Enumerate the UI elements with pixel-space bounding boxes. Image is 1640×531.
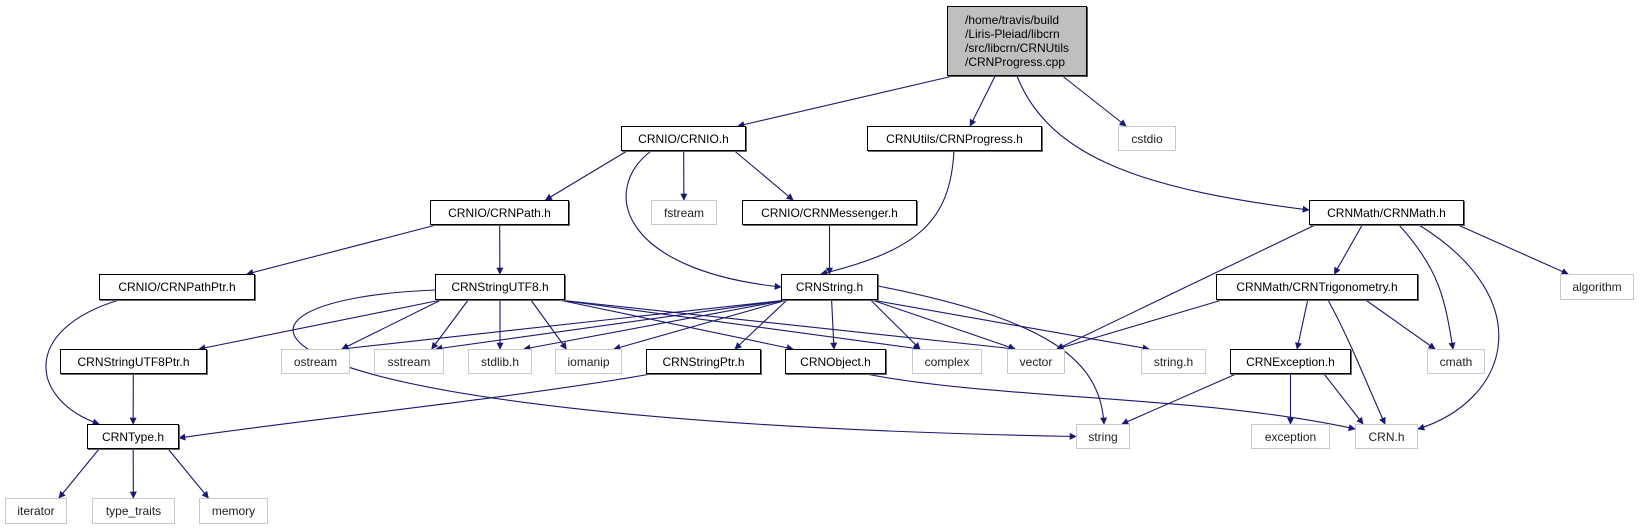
node-object[interactable]: CRNObject.h xyxy=(785,349,886,374)
edge-math-to-cmath xyxy=(1398,224,1456,350)
node-crn: CRN.h xyxy=(1355,424,1418,449)
node-trig[interactable]: CRNMath/CRNTrigonometry.h xyxy=(1216,274,1418,300)
node-math[interactable]: CRNMath/CRNMath.h xyxy=(1309,200,1464,225)
edge-string_h-to-string xyxy=(877,285,1108,425)
node-algorithm: algorithm xyxy=(1560,274,1634,300)
node-iterator: iterator xyxy=(5,498,67,524)
edge-math-to-trig xyxy=(1333,224,1363,275)
edge-string_h-to-vector xyxy=(871,299,1016,351)
edge-math-to-vector xyxy=(1056,224,1316,350)
edge-trig-to-cmath xyxy=(1365,299,1436,350)
node-memory: memory xyxy=(199,498,268,524)
node-stdlib: stdlib.h xyxy=(468,349,532,374)
edge-utf8-to-ostream xyxy=(341,299,442,350)
node-cstring: string.h xyxy=(1141,349,1206,374)
edge-utf8-to-iomanip xyxy=(530,299,567,350)
node-sstream: sstream xyxy=(374,349,444,374)
edge-string_h-to-sstream xyxy=(435,299,788,352)
edge-root-to-math xyxy=(1016,75,1310,213)
node-exception-h[interactable]: CRNException.h xyxy=(1230,349,1351,374)
node-string-h[interactable]: CRNString.h xyxy=(781,274,878,300)
node-cmath: cmath xyxy=(1427,349,1485,374)
edge-exception_h-to-string xyxy=(1121,373,1237,425)
edge-trig-to-exception_h xyxy=(1295,299,1309,350)
node-messenger[interactable]: CRNIO/CRNMessenger.h xyxy=(742,200,917,225)
node-type-traits: type_traits xyxy=(92,498,175,524)
node-fstream: fstream xyxy=(651,200,717,225)
edge-exception_h-to-crn xyxy=(1323,373,1364,425)
node-stringptr[interactable]: CRNStringPtr.h xyxy=(646,349,761,374)
edge-math-to-algorithm xyxy=(1457,224,1569,275)
node-vector: vector xyxy=(1007,349,1065,374)
node-root[interactable]: /home/travis/build /Liris-Pleiad/libcrn … xyxy=(947,6,1087,76)
edge-crnio-to-path xyxy=(544,150,628,201)
edge-crnio-to-messenger xyxy=(734,150,794,201)
edge-string_h-to-iomanip xyxy=(613,299,788,351)
edge-utf8-to-complex xyxy=(558,299,921,352)
node-utf8[interactable]: CRNStringUTF8.h xyxy=(435,274,565,300)
edge-type-to-memory xyxy=(167,448,209,499)
edge-string_h-to-cstring xyxy=(871,299,1150,352)
edge-type-to-iterator xyxy=(58,448,100,499)
edge-utf8-to-object xyxy=(558,299,794,352)
node-complex: complex xyxy=(912,349,982,374)
edge-string_h-to-object xyxy=(830,299,838,350)
node-path[interactable]: CRNIO/CRNPath.h xyxy=(430,200,569,225)
edge-utf8-to-utf8ptr xyxy=(198,299,442,352)
edge-utf8-to-vector xyxy=(558,299,1016,352)
edge-root-to-cstdio xyxy=(1062,75,1127,127)
node-utf8ptr[interactable]: CRNStringUTF8Ptr.h xyxy=(60,349,207,374)
edge-utf8-to-sstream xyxy=(431,299,469,350)
edge-root-to-crnio xyxy=(737,75,954,128)
edge-object-to-crn xyxy=(865,373,1356,432)
node-string: string xyxy=(1076,424,1130,449)
edge-progress-to-string_h xyxy=(820,150,955,276)
edge-string_h-to-stdlib xyxy=(523,299,788,352)
edge-path-to-pathptr xyxy=(246,224,437,276)
node-crnio[interactable]: CRNIO/CRNIO.h xyxy=(621,126,746,151)
edge-string_h-to-complex xyxy=(870,299,921,350)
node-pathptr[interactable]: CRNIO/CRNPathPtr.h xyxy=(99,274,255,300)
node-progress[interactable]: CRNUtils/CRNProgress.h xyxy=(867,126,1042,151)
edge-trig-to-crn xyxy=(1327,299,1386,425)
edge-root-to-progress xyxy=(969,75,996,127)
node-iomanip: iomanip xyxy=(555,349,622,374)
edge-trig-to-vector xyxy=(1056,299,1223,351)
node-ostream: ostream xyxy=(281,349,350,374)
edge-pathptr-to-type xyxy=(45,299,120,426)
edge-string_h-to-stringptr xyxy=(734,299,788,350)
edge-stringptr-to-type xyxy=(178,373,652,441)
node-type[interactable]: CRNType.h xyxy=(87,424,179,449)
node-cstdio: cstdio xyxy=(1118,126,1176,151)
edge-math-to-crn xyxy=(1417,224,1500,431)
node-exception: exception xyxy=(1251,424,1330,449)
edge-crnio-to-string_h xyxy=(625,150,782,290)
edge-string_h-to-ostream xyxy=(341,299,788,352)
